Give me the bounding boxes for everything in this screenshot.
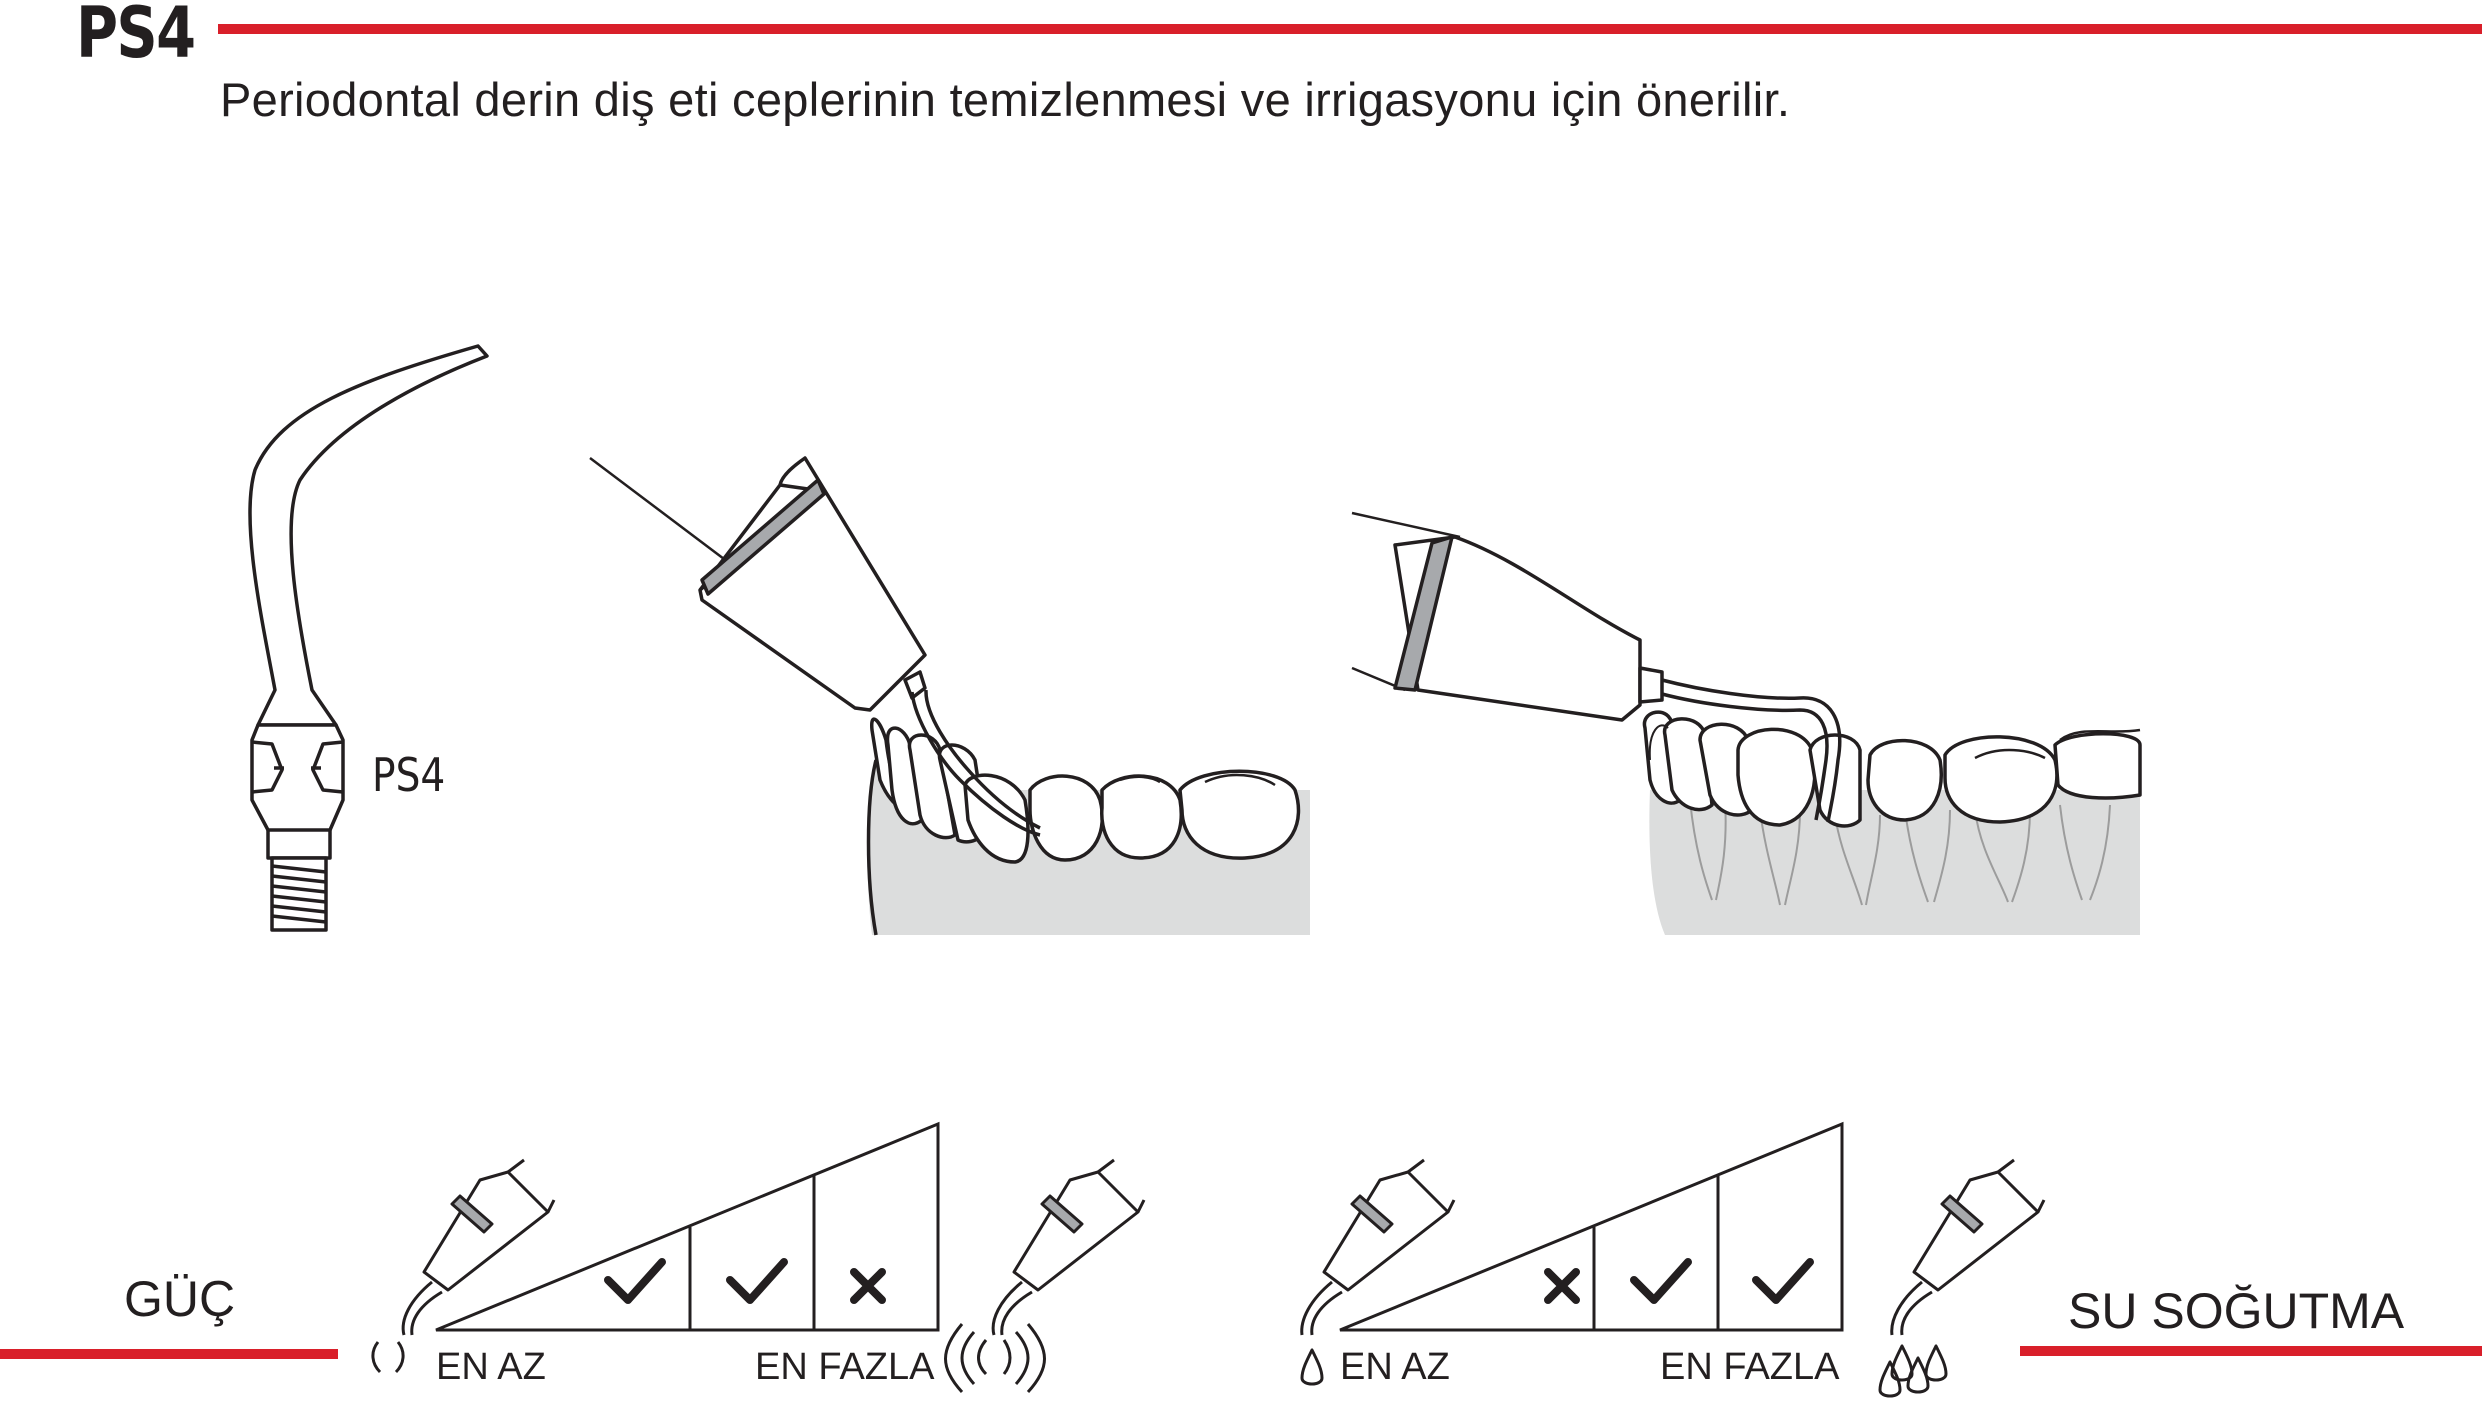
- title-rule: [218, 24, 2482, 34]
- handpiece-high-power-icon: [944, 1158, 1146, 1394]
- power-scale: [435, 1121, 940, 1332]
- handpiece-high-water-icon: [1878, 1158, 2046, 1398]
- power-label: GÜÇ: [124, 1271, 236, 1327]
- page-subtitle: Periodontal derin diş eti ceplerinin tem…: [220, 73, 1791, 126]
- power-level-1-check-icon: [604, 1258, 666, 1304]
- handpiece-low-power-icon: [371, 1158, 556, 1374]
- power-rule: [0, 1349, 338, 1359]
- page-title: PS4: [76, 0, 196, 74]
- tip-label: PS4: [372, 748, 446, 802]
- handpiece-low-water-icon: [1300, 1158, 1456, 1386]
- scene-1-illustration: [589, 456, 1310, 936]
- water-level-3-check-icon: [1752, 1258, 1814, 1304]
- water-level-1-cross-icon: [1544, 1268, 1580, 1304]
- water-rule: [2020, 1346, 2482, 1356]
- power-level-3-cross-icon: [850, 1268, 886, 1304]
- water-scale: [1339, 1121, 1844, 1332]
- power-max-label: EN FAZLA: [755, 1346, 935, 1388]
- water-level-2-check-icon: [1630, 1258, 1692, 1304]
- water-cooling-label: SU SOĞUTMA: [2068, 1283, 2405, 1339]
- tip-illustration: [248, 344, 489, 932]
- power-level-2-check-icon: [726, 1258, 788, 1304]
- power-min-label: EN AZ: [436, 1346, 546, 1388]
- water-min-label: EN AZ: [1340, 1346, 1450, 1388]
- scene-2-illustration: [1351, 511, 2142, 935]
- water-max-label: EN FAZLA: [1660, 1346, 1840, 1388]
